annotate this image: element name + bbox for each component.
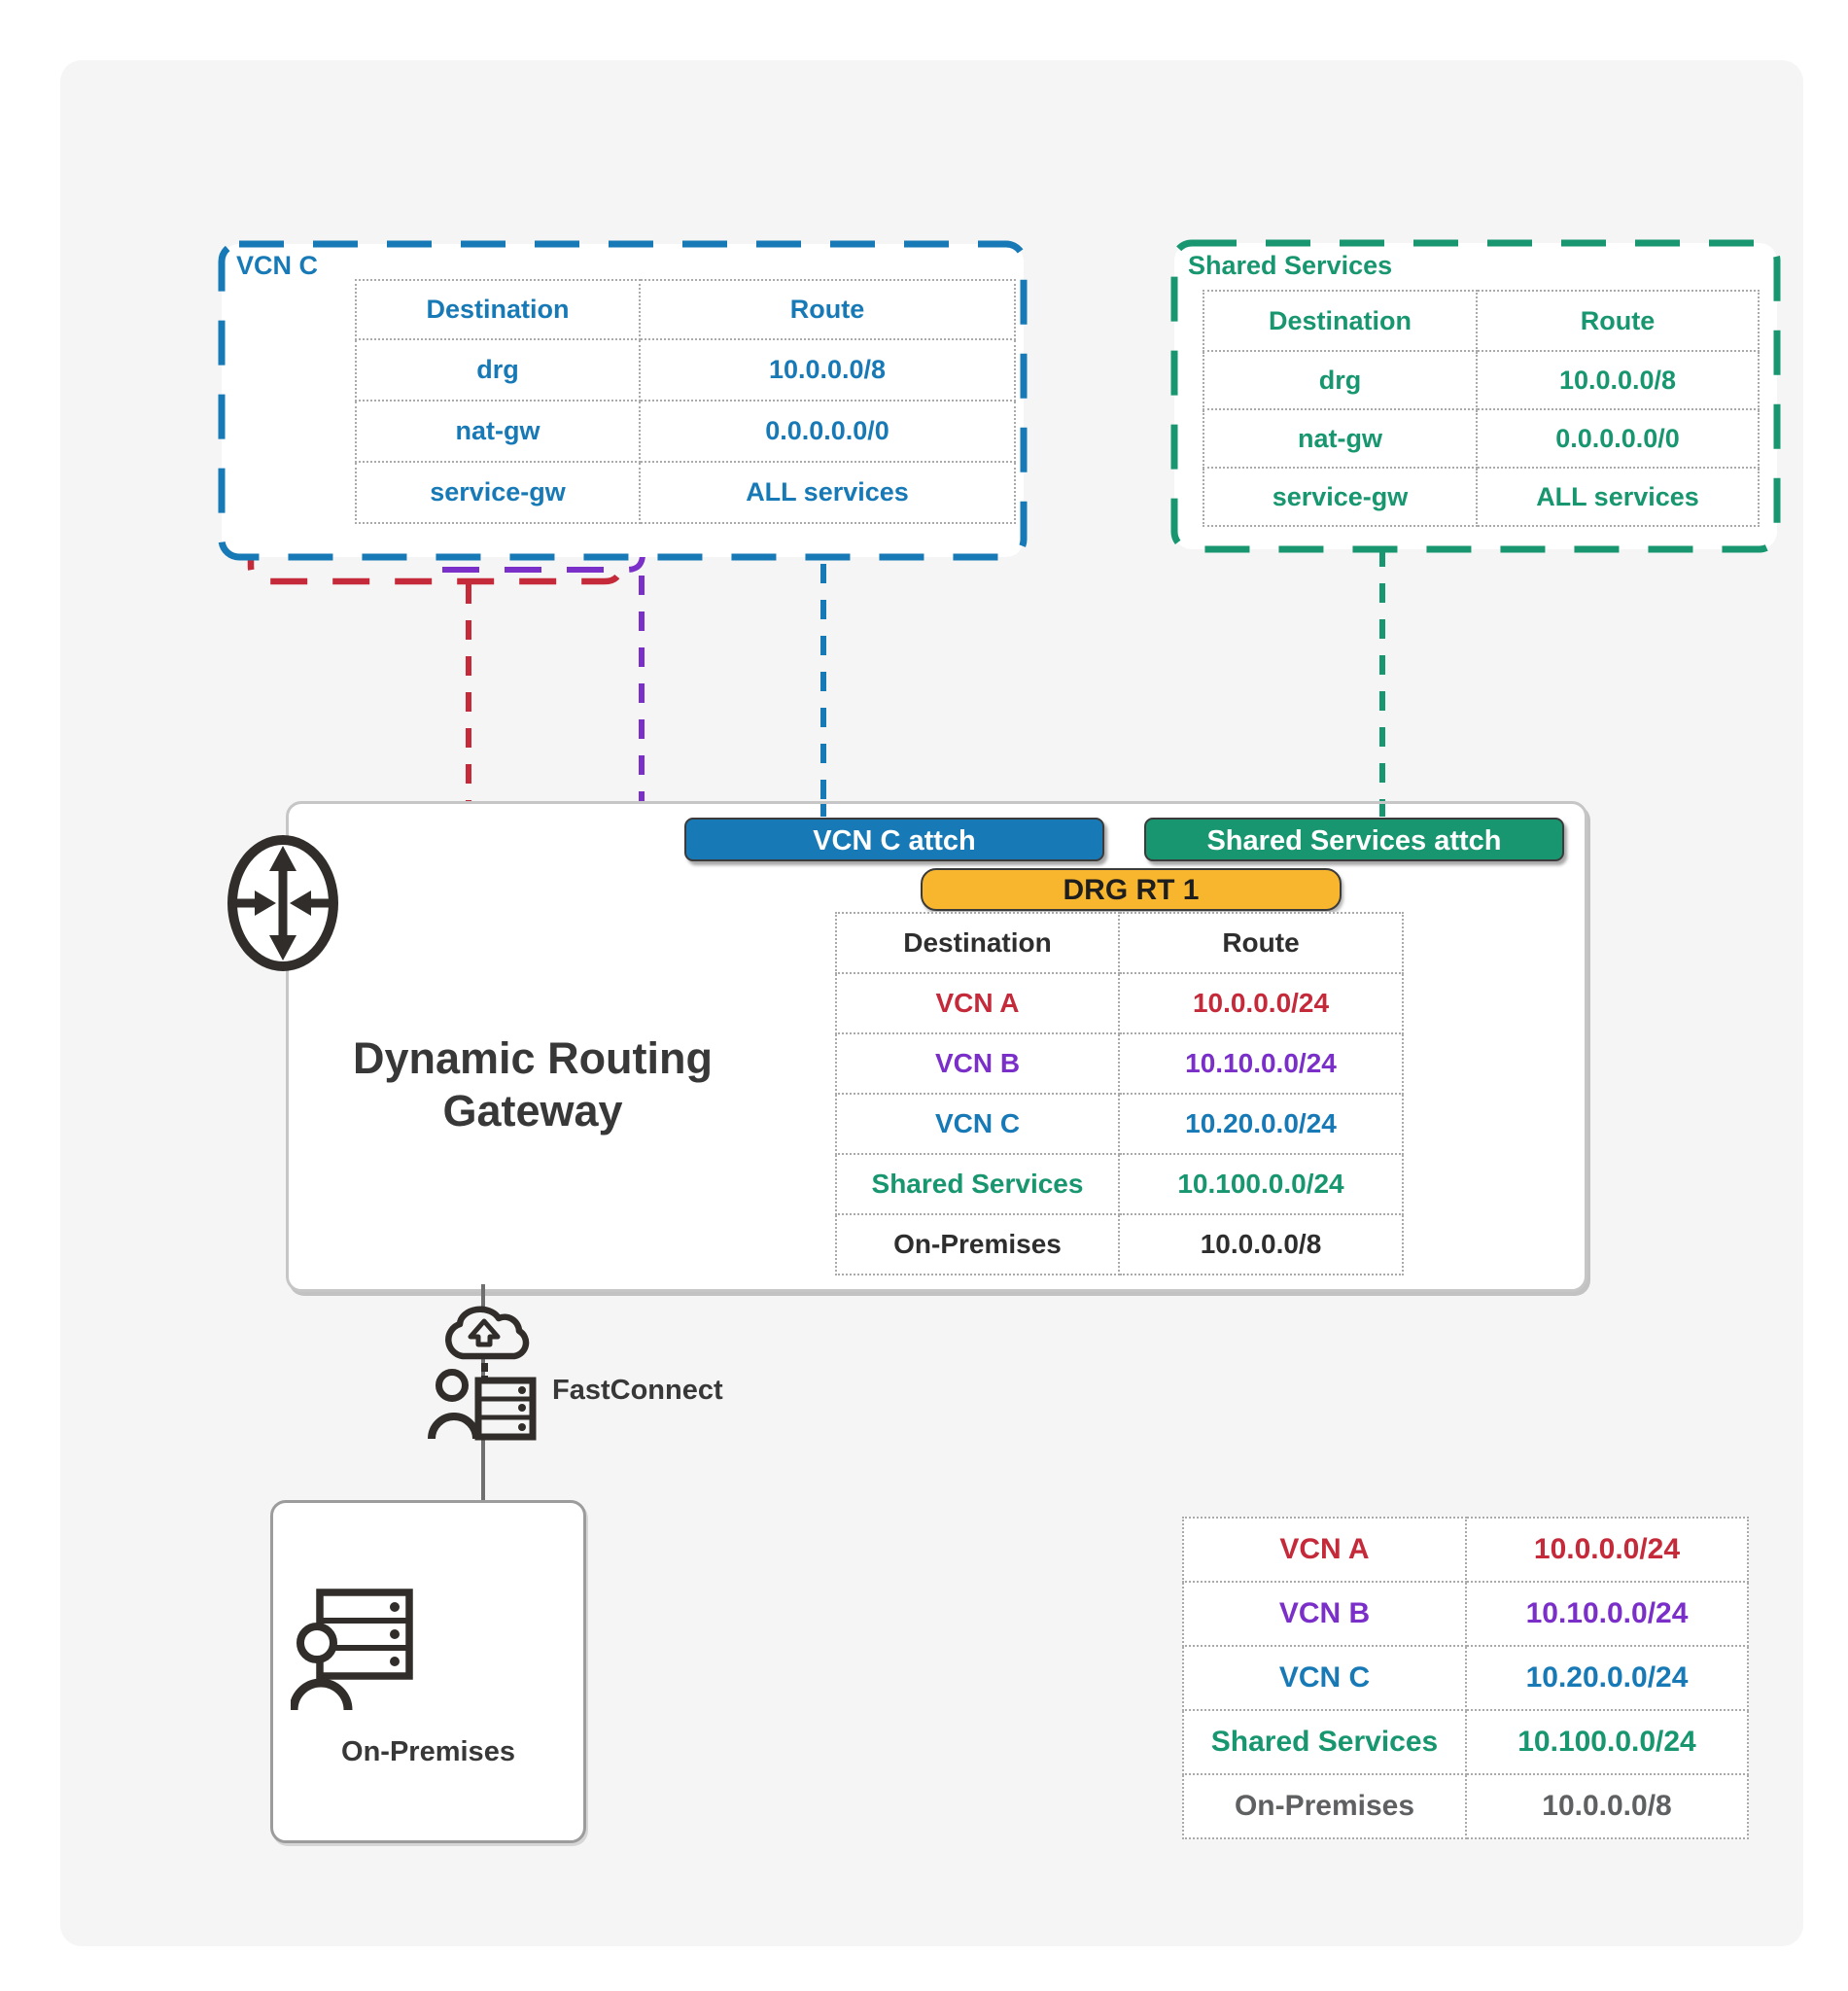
legend-cell: VCN C bbox=[1182, 1645, 1467, 1711]
shared-services-attachment-line bbox=[1379, 804, 1385, 817]
table-cell: 10.10.0.0/24 bbox=[1118, 1032, 1404, 1095]
vcn-c-box-label: VCN C bbox=[236, 251, 319, 280]
table-cell: nat-gw bbox=[355, 400, 641, 463]
legend-cell: 10.0.0.0/24 bbox=[1465, 1517, 1749, 1583]
table-cell: nat-gw bbox=[1203, 408, 1478, 469]
table-cell: 10.0.0.0/8 bbox=[639, 338, 1016, 402]
legend-cell: 10.20.0.0/24 bbox=[1465, 1645, 1749, 1711]
shared-services-table-header-route: Route bbox=[1476, 290, 1760, 352]
drg-table-header-route: Route bbox=[1118, 912, 1404, 974]
vcn-c-attachment-line bbox=[820, 804, 826, 817]
table-cell: 10.0.0.0/8 bbox=[1118, 1213, 1404, 1275]
shared-services-route-table: Destination Route drg 10.0.0.0/8 nat-gw … bbox=[1203, 290, 1760, 527]
table-cell: drg bbox=[1203, 350, 1478, 410]
legend-cell: 10.0.0.0/8 bbox=[1465, 1773, 1749, 1839]
drg-route-table: Destination Route VCN A 10.0.0.0/24 VCN … bbox=[835, 912, 1404, 1275]
table-cell: service-gw bbox=[355, 461, 641, 524]
drg-title: Dynamic Routing Gateway bbox=[290, 1032, 776, 1137]
drg-title-line2: Gateway bbox=[442, 1086, 623, 1135]
table-cell: On-Premises bbox=[835, 1213, 1120, 1275]
table-cell: service-gw bbox=[1203, 467, 1478, 527]
table-cell: ALL services bbox=[639, 461, 1016, 524]
shared-services-attachment-badge: Shared Services attch bbox=[1144, 818, 1564, 861]
table-cell: VCN B bbox=[835, 1032, 1120, 1095]
on-premises-box: On-Premises bbox=[270, 1500, 586, 1843]
legend-table: VCN A 10.0.0.0/24 VCN B 10.10.0.0/24 VCN… bbox=[1182, 1517, 1749, 1839]
table-cell: 0.0.0.0.0/0 bbox=[1476, 408, 1760, 469]
legend-cell: VCN B bbox=[1182, 1581, 1467, 1647]
legend-cell: Shared Services bbox=[1182, 1709, 1467, 1775]
table-cell: 10.20.0.0/24 bbox=[1118, 1093, 1404, 1155]
drg-table-header-destination: Destination bbox=[835, 912, 1120, 974]
legend-cell: VCN A bbox=[1182, 1517, 1467, 1583]
fastconnect-label: FastConnect bbox=[552, 1375, 723, 1406]
table-cell: VCN A bbox=[835, 972, 1120, 1034]
fastconnect-icon bbox=[428, 1306, 537, 1441]
legend-cell: 10.100.0.0/24 bbox=[1465, 1709, 1749, 1775]
drg-gateway-icon bbox=[227, 835, 338, 971]
legend-cell: 10.10.0.0/24 bbox=[1465, 1581, 1749, 1647]
drg-route-table-badge: DRG RT 1 bbox=[921, 868, 1342, 911]
vcn-c-table-header-destination: Destination bbox=[355, 279, 641, 340]
drg-title-line1: Dynamic Routing bbox=[352, 1033, 714, 1083]
on-premises-icon bbox=[291, 1589, 413, 1711]
legend-cell: On-Premises bbox=[1182, 1773, 1467, 1839]
vcn-c-table-header-route: Route bbox=[639, 279, 1016, 340]
table-cell: 10.0.0.0/8 bbox=[1476, 350, 1760, 410]
table-cell: ALL services bbox=[1476, 467, 1760, 527]
shared-services-box-label: Shared Services bbox=[1188, 251, 1393, 280]
vcn-c-route-table: Destination Route drg 10.0.0.0/8 nat-gw … bbox=[355, 279, 1016, 524]
table-cell: drg bbox=[355, 338, 641, 402]
table-cell: 10.0.0.0/24 bbox=[1118, 972, 1404, 1034]
shared-services-table-header-destination: Destination bbox=[1203, 290, 1478, 352]
table-cell: VCN C bbox=[835, 1093, 1120, 1155]
vcn-c-attachment-badge: VCN C attch bbox=[684, 818, 1104, 861]
table-cell: 0.0.0.0.0/0 bbox=[639, 400, 1016, 463]
table-cell: Shared Services bbox=[835, 1153, 1120, 1215]
table-cell: 10.100.0.0/24 bbox=[1118, 1153, 1404, 1215]
on-premises-label: On-Premises bbox=[341, 1736, 515, 1767]
